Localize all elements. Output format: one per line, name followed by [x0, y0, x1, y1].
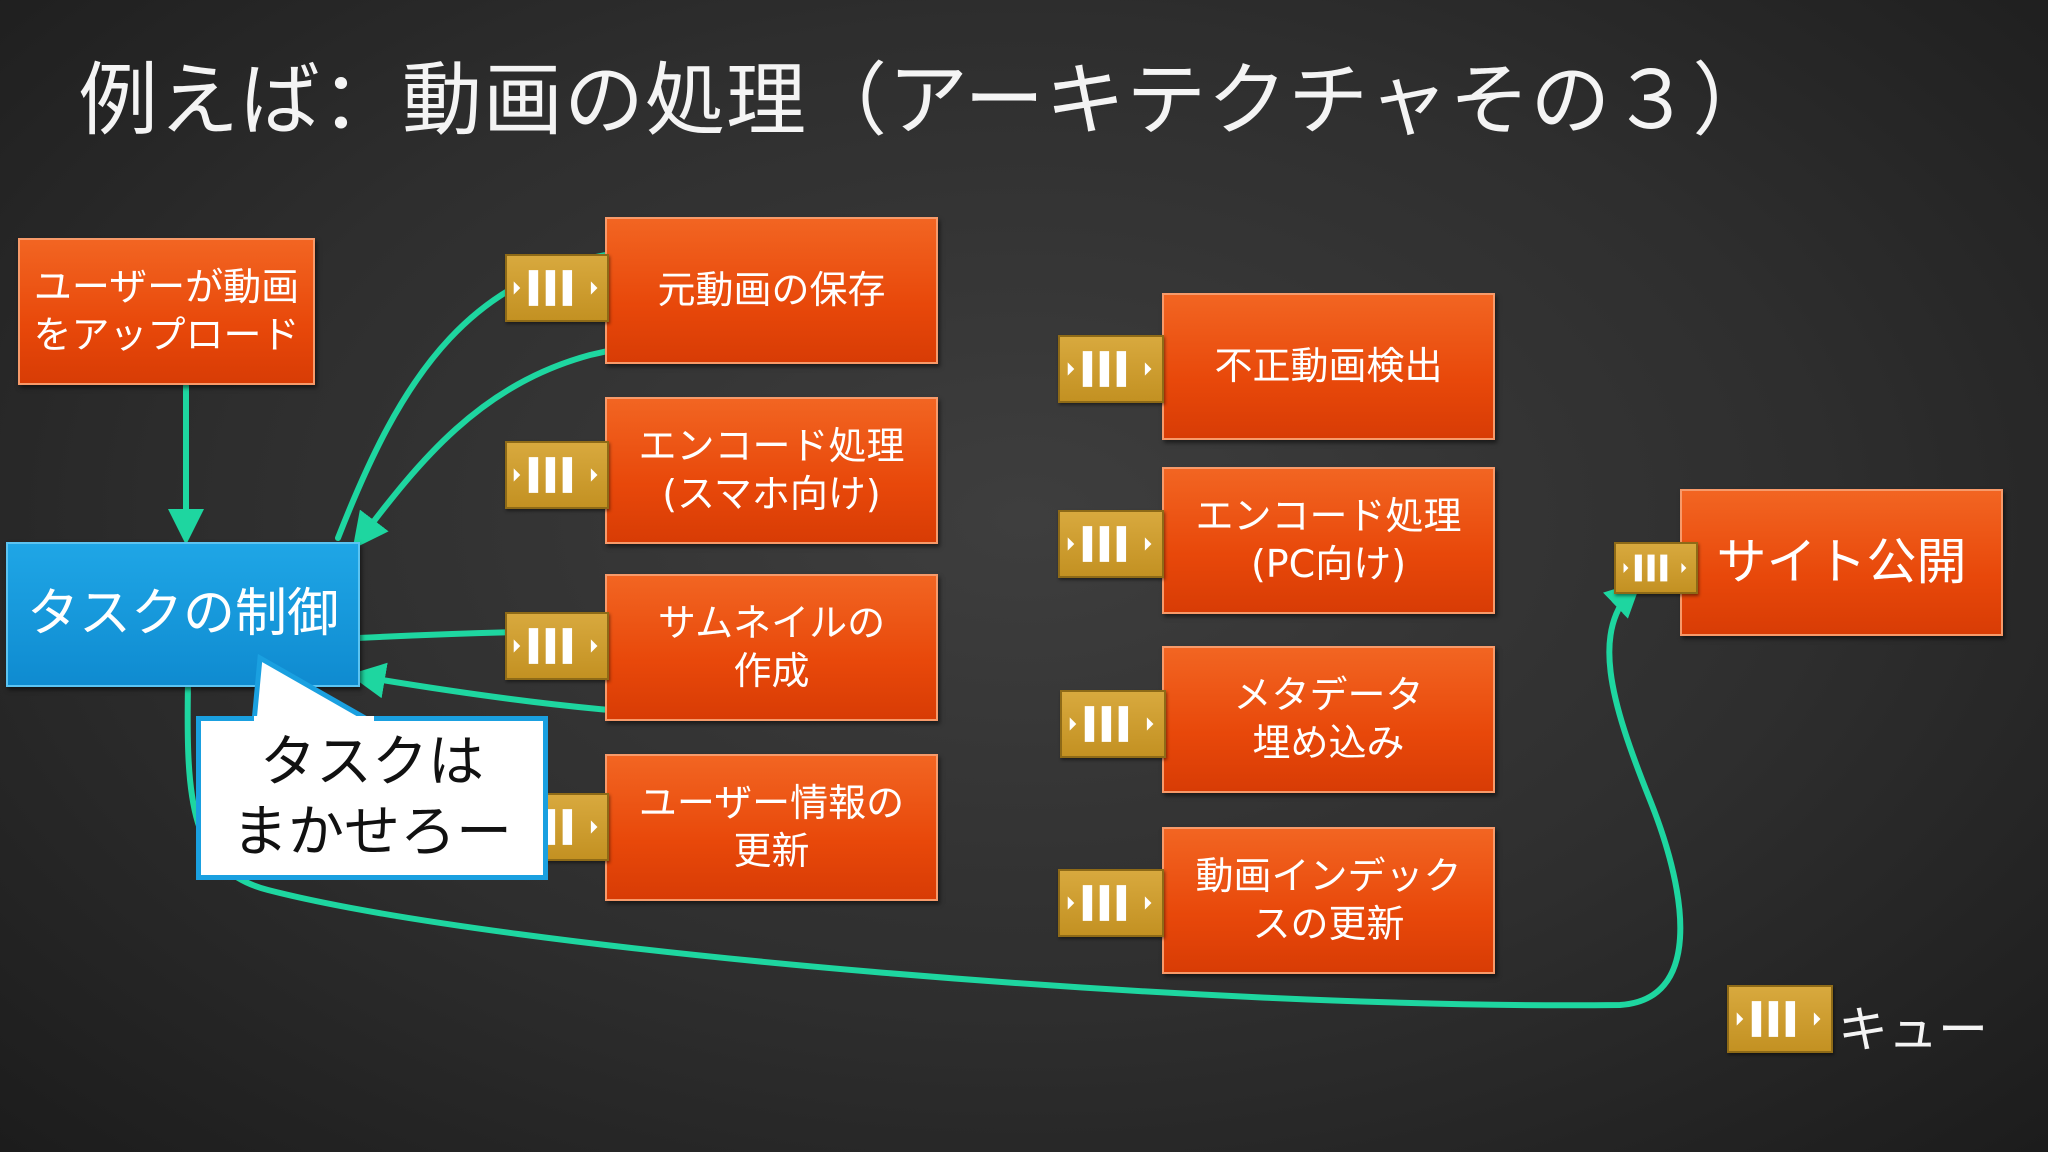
update-index-box: 動画インデック スの更新	[1162, 827, 1495, 974]
task-control-box: タスクの制御	[6, 542, 360, 687]
legend-label: キュー	[1838, 1001, 1988, 1059]
publish-site-box: サイト公開	[1680, 489, 2003, 636]
encode-pc-box: エンコード処理 (PC向け)	[1162, 467, 1495, 614]
queue-icon	[505, 254, 609, 322]
fraud-detection-box: 不正動画検出	[1162, 293, 1495, 440]
upload-box: ユーザーが動画 をアップロード	[18, 238, 315, 385]
queue-icon	[505, 441, 609, 509]
queue-icon	[1614, 542, 1698, 594]
queue-icon	[1058, 869, 1164, 937]
queue-icon	[1058, 335, 1164, 403]
callout-pointer-cover	[254, 716, 374, 726]
slide-title: 例えば：動画の処理（アーキテクチャその３）	[78, 54, 1774, 147]
embed-metadata-box: メタデータ 埋め込み	[1162, 646, 1495, 793]
queue-icon	[1060, 690, 1166, 758]
queue-icon	[505, 612, 609, 680]
queue-icon	[1058, 510, 1164, 578]
encode-smartphone-box: エンコード処理 (スマホ向け)	[605, 397, 938, 544]
callout-bubble: タスクは まかせろー	[196, 716, 548, 880]
legend-queue-icon	[1727, 985, 1833, 1053]
update-user-info-box: ユーザー情報の 更新	[605, 754, 938, 901]
save-original-box: 元動画の保存	[605, 217, 938, 364]
thumbnail-box: サムネイルの 作成	[605, 574, 938, 721]
